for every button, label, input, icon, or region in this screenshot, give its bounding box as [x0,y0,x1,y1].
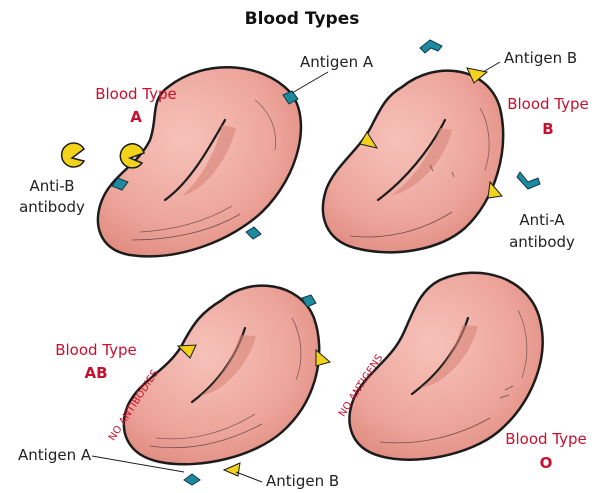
type-ab-label: Blood Type [46,343,146,358]
type-ab-letter: AB [46,366,146,381]
anti-b-antibody-icon [62,143,84,167]
type-o-label: Blood Type [496,432,596,447]
red-blood-cell-type-b [323,71,503,253]
antigen-a-pointer-line [292,72,328,93]
antigen-b-pointer-line [483,62,500,72]
type-b-antigen-label: Antigen B [504,51,577,66]
antigen-b-marker [224,463,240,476]
antigen-a-marker [246,227,261,239]
type-ab-antigen-a-label: Antigen A [18,448,91,463]
anti-b-label-line2: antibody [12,200,92,215]
diagram-title: Blood Types [0,9,604,29]
antigen-b-pointer-line [236,472,262,482]
anti-a-antibody-icon [517,172,540,189]
anti-a-antibody-icon [420,40,442,53]
type-a-label: Blood Type [86,87,186,102]
type-a-letter: A [86,110,186,125]
antigen-b-marker [316,350,330,366]
anti-a-label-line2: antibody [502,235,582,250]
type-o-letter: O [496,456,596,471]
type-ab-antigen-b-label: Antigen B [266,474,339,489]
antigen-a-marker [184,474,200,485]
type-b-letter: B [498,122,598,137]
type-a-antigen-label: Antigen A [300,55,373,70]
anti-b-label-line1: Anti-B [12,179,92,194]
type-b-label: Blood Type [498,97,598,112]
anti-a-label-line1: Anti-A [502,213,582,228]
